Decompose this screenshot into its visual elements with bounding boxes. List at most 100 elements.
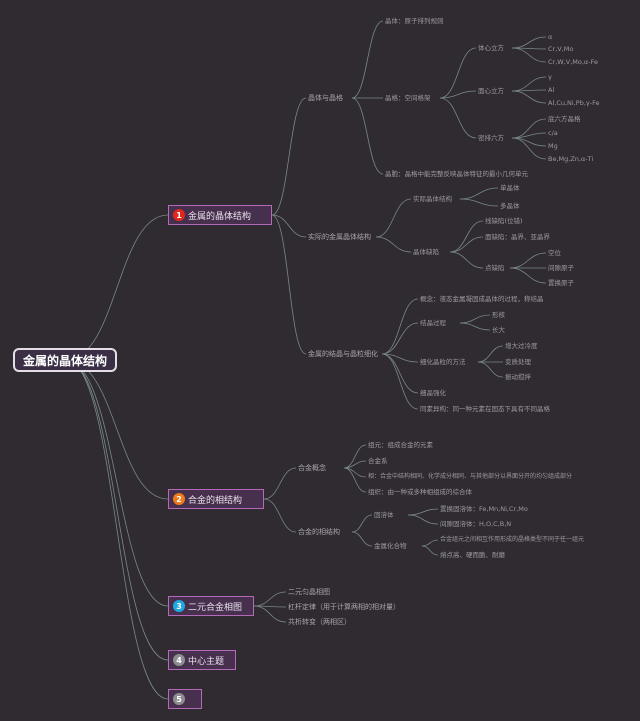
b1-c2-g2-item-1[interactable]: 面缺陷：晶界、亚晶界: [485, 233, 550, 241]
connector: [459, 322, 491, 331]
point-defect-label[interactable]: 点缺陷: [485, 264, 505, 272]
root-label: 金属的晶体结构: [22, 353, 107, 368]
branch-1-badge: 1: [173, 209, 185, 221]
b2-c2-g1-item-1[interactable]: 间隙固溶体：H,O,C,B,N: [440, 520, 512, 528]
connector: [509, 267, 547, 284]
b3-item-2[interactable]: 共析转变（两相区）: [288, 618, 351, 626]
b2-c1-item-2[interactable]: 相：合金中结构相同、化学成分相同、与其他部分以界面分开的均匀组成部分: [368, 473, 573, 480]
b2-c2-g2-item-1[interactable]: 熔点高、硬而脆、耐磨: [440, 551, 505, 559]
branch-1-label: 金属的晶体结构: [188, 211, 252, 222]
fcc-item-2[interactable]: Al,Cu,Ni,Pb,γ-Fe: [548, 99, 600, 107]
hcp-label[interactable]: 密排六方: [478, 134, 504, 142]
connector: [381, 322, 419, 355]
connector: [439, 90, 477, 99]
branch-2-label: 合金的相结构: [188, 495, 243, 506]
fcc-item-0[interactable]: γ: [548, 73, 552, 81]
branch-4-badge: 4: [173, 654, 185, 666]
connector: [407, 514, 439, 525]
connector: [263, 498, 297, 533]
b2-c2-g1-label[interactable]: 固溶体: [374, 511, 394, 519]
connector: [65, 359, 169, 700]
connector: [65, 359, 169, 607]
connector: [381, 353, 419, 363]
hcp-item-3[interactable]: Be,Mg,Zn,α-Ti: [548, 155, 594, 163]
bcc-item-1[interactable]: Cr,V,Mo: [548, 45, 574, 53]
connector: [343, 467, 367, 478]
connector: [511, 76, 547, 92]
connector: [509, 252, 547, 269]
b1-c2-g2-item-0[interactable]: 线缺陷(位错): [485, 217, 523, 225]
connector: [511, 118, 547, 139]
bcc-label[interactable]: 体心立方: [478, 44, 504, 52]
b1-c3-g1-item-0[interactable]: 形核: [492, 311, 505, 319]
b1-c3-g2-item-0[interactable]: 增大过冷度: [505, 342, 538, 350]
connector: [343, 467, 367, 493]
connector: [381, 298, 419, 355]
b2-c2-g1-item-0[interactable]: 置换固溶体：Fe,Mn,Ni,Cr,Mo: [440, 505, 528, 513]
connector: [439, 47, 477, 99]
connector: [65, 359, 169, 500]
branch-5-node[interactable]: 5: [168, 689, 202, 709]
connector: [351, 514, 373, 533]
branch-1-node[interactable]: 1 金属的晶体结构: [168, 205, 272, 225]
b1-c1-n1[interactable]: 晶体：原子排列规则: [385, 17, 444, 25]
b2-c2-g2-label[interactable]: 金属化合物: [374, 542, 407, 550]
b1-c3-g2-item-2[interactable]: 振动搅拌: [505, 373, 531, 381]
b1-c3-g2-item-1[interactable]: 变质处理: [505, 358, 531, 366]
branch-3-badge: 3: [173, 600, 185, 612]
connector: [459, 198, 499, 207]
root-topic[interactable]: 金属的晶体结构: [13, 348, 117, 372]
connector: [375, 236, 412, 253]
point-defect-item-1[interactable]: 间隙原子: [548, 264, 574, 272]
hcp-item-0[interactable]: 底六方晶格: [548, 115, 581, 123]
connector: [477, 345, 504, 363]
b1-c1-n3[interactable]: 晶胞：晶格中能完整反映晶体特征的最小几何单元: [385, 170, 528, 178]
b2-c1-item-1[interactable]: 合金系: [368, 457, 388, 465]
bcc-item-2[interactable]: Cr,W,V,Mo,α-Fe: [548, 58, 598, 66]
b1-c2-g1-item-0[interactable]: 单晶体: [500, 184, 520, 192]
b1-c3-n1[interactable]: 概念：液态金属凝固成晶体的过程，称结晶: [420, 295, 544, 303]
b1-c2-label[interactable]: 实际的金属晶体结构: [308, 233, 371, 241]
b1-c2-g1-item-1[interactable]: 多晶体: [500, 202, 520, 210]
connector: [65, 359, 169, 661]
connector: [381, 353, 419, 394]
connector: [449, 236, 484, 253]
connector: [381, 353, 419, 410]
b1-c2-g2-label[interactable]: 晶体缺陷: [413, 248, 439, 256]
b1-c3-label[interactable]: 金属的结晶与晶粒细化: [308, 350, 378, 358]
point-defect-item-2[interactable]: 置换原子: [548, 279, 574, 287]
b1-c2-g1-label[interactable]: 实际晶体结构: [413, 195, 452, 203]
b2-c2-label[interactable]: 合金的相结构: [298, 528, 340, 536]
fcc-label[interactable]: 面心立方: [478, 87, 504, 95]
connector: [477, 361, 504, 378]
connector: [511, 36, 547, 49]
b2-c2-g2-item-0[interactable]: 合金组元之间相互作用形成的晶格类型不同于任一组元: [440, 536, 585, 543]
connector: [343, 460, 367, 469]
b3-item-0[interactable]: 二元匀晶相图: [288, 588, 330, 596]
b2-c1-item-0[interactable]: 组元：组成合金的元素: [368, 441, 433, 449]
branch-3-node[interactable]: 3 二元合金相图: [168, 596, 254, 616]
b2-c1-item-3[interactable]: 组织：由一种或多种相组成的综合体: [368, 488, 472, 496]
b1-c3-n3[interactable]: 同素异构：同一种元素在固态下具有不同晶格: [420, 405, 550, 413]
connector: [253, 591, 287, 607]
connector: [449, 251, 484, 269]
hcp-item-2[interactable]: Mg: [548, 142, 558, 150]
b1-c3-n2[interactable]: 细晶强化: [420, 389, 446, 397]
b1-c3-g2-label[interactable]: 细化晶粒的方法: [420, 358, 466, 366]
b1-c1-label[interactable]: 晶体与晶格: [308, 94, 343, 102]
hcp-item-1[interactable]: c/a: [548, 129, 558, 137]
bcc-item-0[interactable]: α: [548, 33, 553, 41]
branch-4-node[interactable]: 4 中心主题: [168, 650, 236, 670]
point-defect-item-0[interactable]: 空位: [548, 249, 561, 257]
b3-item-1[interactable]: 杠杆定律（用于计算两相的相对量）: [288, 603, 400, 611]
branch-2-badge: 2: [173, 493, 185, 505]
b1-c3-g1-item-1[interactable]: 长大: [492, 326, 505, 334]
b2-c1-label[interactable]: 合金概念: [298, 464, 326, 472]
b1-c1-n2[interactable]: 晶格：空间格架: [385, 94, 431, 102]
branch-4-label: 中心主题: [188, 656, 225, 667]
connector: [421, 545, 439, 556]
fcc-item-1[interactable]: Al: [548, 86, 555, 94]
branch-2-node[interactable]: 2 合金的相结构: [168, 489, 264, 509]
b1-c3-g1-label[interactable]: 结晶过程: [420, 319, 446, 327]
